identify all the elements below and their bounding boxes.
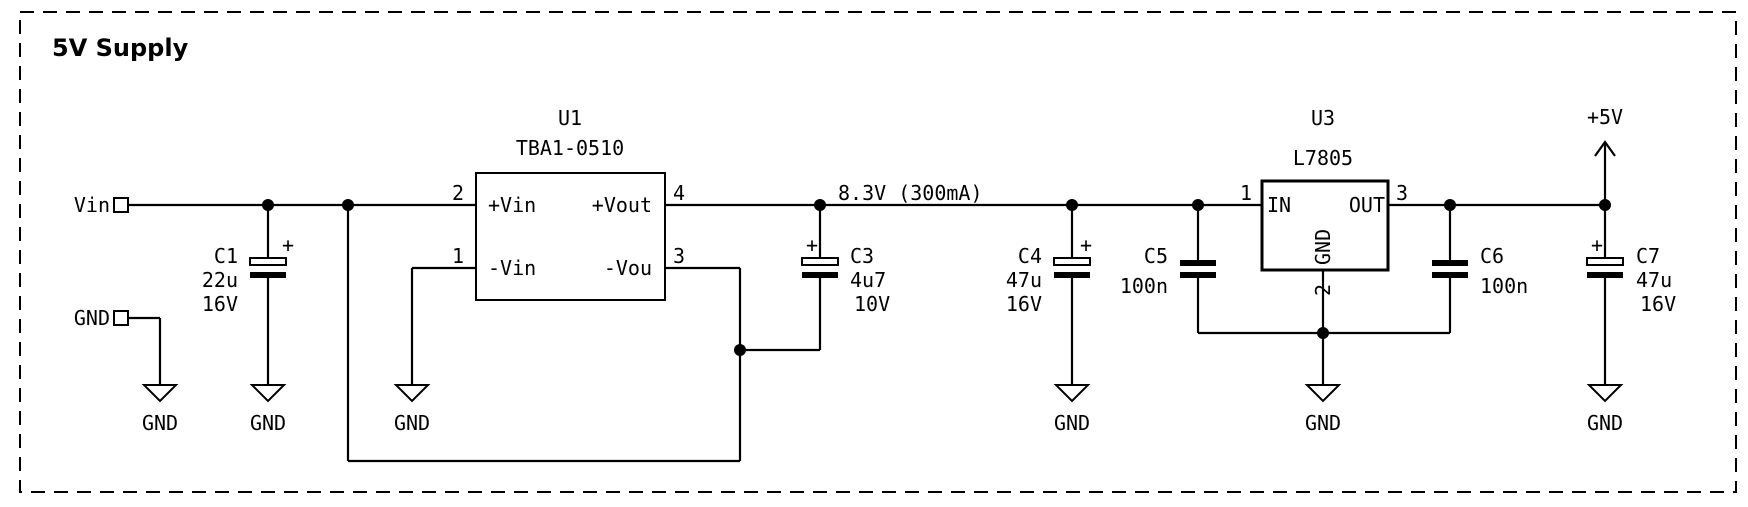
svg-text:100n: 100n [1480, 274, 1528, 298]
svg-text:C5: C5 [1144, 244, 1168, 268]
ground-icon-3: GND [393, 384, 431, 435]
svg-text:C1: C1 [214, 244, 238, 268]
svg-text:16V: 16V [1640, 292, 1676, 316]
capacitor-c5: C5 100n [1120, 244, 1216, 298]
svg-text:1: 1 [1240, 181, 1252, 205]
svg-text:100n: 100n [1120, 274, 1168, 298]
svg-text:4: 4 [673, 181, 685, 205]
ground-icon-1: GND [141, 384, 179, 435]
sheet-title: 5V Supply [52, 34, 189, 62]
ground-icon-6: GND [1586, 384, 1624, 435]
svg-text:+Vout: +Vout [592, 193, 652, 217]
svg-text:10V: 10V [854, 292, 890, 316]
u3-regulator: U3 L7805 IN OUT GND 1 3 2 [1240, 106, 1408, 296]
svg-text:GND: GND [74, 306, 110, 330]
svg-text:GND: GND [250, 411, 286, 435]
svg-text:47u: 47u [1006, 268, 1042, 292]
capacitor-c6: C6 100n [1432, 244, 1528, 298]
svg-text:+: + [1080, 233, 1092, 257]
svg-text:U3: U3 [1311, 106, 1335, 130]
ground-symbols: GND GND GND GND GND GND [141, 384, 1624, 435]
sheet-border [19, 11, 1737, 493]
svg-text:GND: GND [1054, 411, 1090, 435]
svg-text:+Vin: +Vin [488, 193, 536, 217]
port-vin: Vin [74, 193, 129, 217]
svg-text:C6: C6 [1480, 244, 1504, 268]
svg-text:TBA1-0510: TBA1-0510 [516, 136, 624, 160]
capacitor-c4: + C4 47u 16V [1006, 233, 1092, 316]
svg-text:Vin: Vin [74, 193, 110, 217]
u1-converter: U1 TBA1-0510 +Vin +Vout -Vin -Vou 2 4 1 … [452, 106, 685, 301]
svg-text:3: 3 [1396, 181, 1408, 205]
svg-text:C4: C4 [1018, 244, 1042, 268]
svg-text:IN: IN [1267, 193, 1291, 217]
net-label-8v3: 8.3V (300mA) [838, 181, 983, 205]
capacitor-c1: + C1 22u 16V [202, 233, 294, 316]
svg-text:3: 3 [673, 244, 685, 268]
svg-text:4u7: 4u7 [850, 268, 886, 292]
svg-text:GND: GND [142, 411, 178, 435]
svg-text:2: 2 [452, 181, 464, 205]
ground-icon-5: GND [1304, 384, 1342, 435]
svg-text:GND: GND [1311, 229, 1335, 265]
svg-text:GND: GND [1305, 411, 1341, 435]
svg-text:1: 1 [452, 244, 464, 268]
port-gnd: GND [74, 306, 129, 330]
svg-text:16V: 16V [202, 292, 238, 316]
svg-text:U1: U1 [558, 106, 582, 130]
svg-text:C7: C7 [1636, 244, 1660, 268]
svg-text:+5V: +5V [1587, 105, 1623, 129]
ground-icon-2: GND [249, 384, 287, 435]
svg-text:GND: GND [394, 411, 430, 435]
svg-text:+: + [1591, 233, 1603, 257]
svg-text:2: 2 [1311, 284, 1335, 296]
svg-text:-Vin: -Vin [488, 256, 536, 280]
svg-text:22u: 22u [202, 268, 238, 292]
svg-text:OUT: OUT [1349, 193, 1385, 217]
svg-text:+: + [282, 233, 294, 257]
svg-text:C3: C3 [850, 244, 874, 268]
svg-text:+: + [806, 233, 818, 257]
svg-text:16V: 16V [1006, 292, 1042, 316]
svg-text:GND: GND [1587, 411, 1623, 435]
wires [128, 142, 1607, 463]
junctions [262, 199, 1611, 356]
svg-text:-Vou: -Vou [604, 256, 652, 280]
svg-text:L7805: L7805 [1293, 146, 1353, 170]
capacitor-c7: + C7 47u 16V [1586, 233, 1676, 316]
power-5v-symbol: +5V [1587, 105, 1623, 157]
ground-icon-4: GND [1053, 384, 1091, 435]
capacitor-c3: + C3 4u7 10V [801, 233, 890, 316]
svg-text:47u: 47u [1636, 268, 1672, 292]
